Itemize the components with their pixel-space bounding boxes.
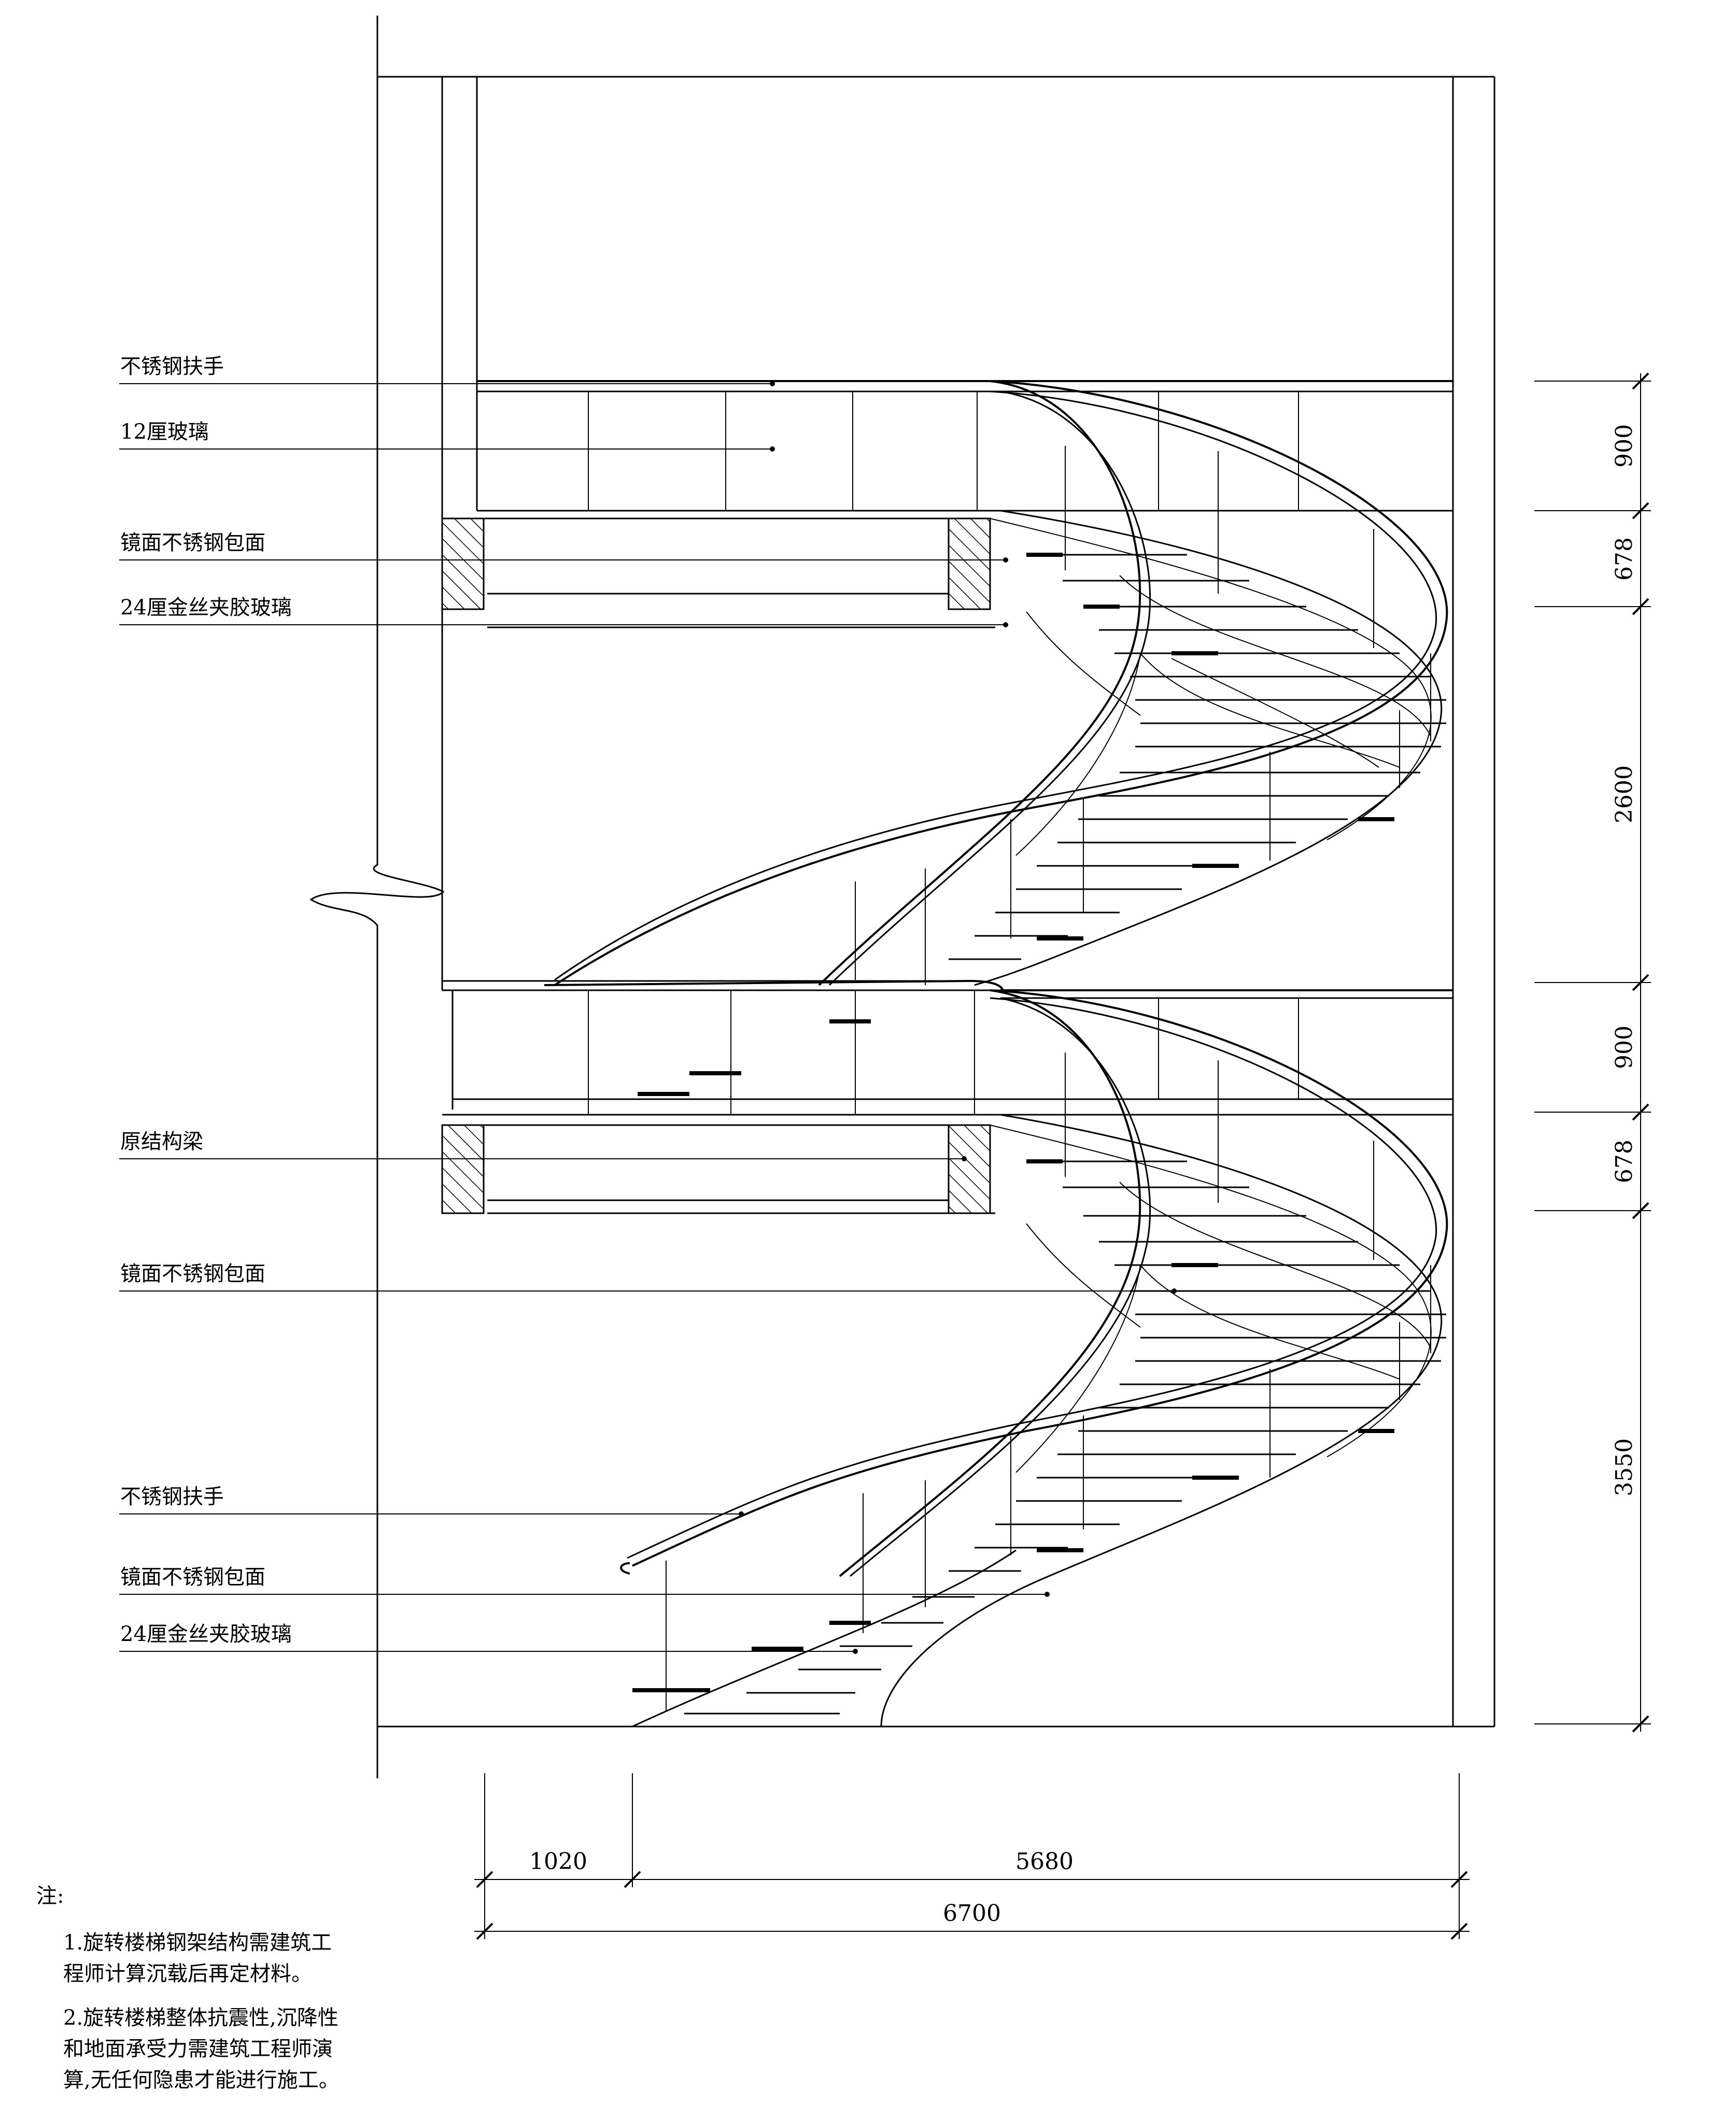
lower-spiral-flight xyxy=(627,989,1448,1728)
note-1-line-1: 1.旋转楼梯钢架结构需建筑工 xyxy=(63,1931,332,1955)
lower-posts xyxy=(666,1053,1431,1711)
upper-spiral-flight xyxy=(554,380,1448,986)
note-2-line-2: 和地面承受力需建筑工程师演 xyxy=(63,2037,333,2061)
middle-landing xyxy=(441,980,1453,1214)
notes-heading: 注: xyxy=(36,1884,64,1908)
note-2-line-3: 算,无任何隐患才能进行施工。 xyxy=(63,2068,340,2092)
dimension-chain-horizontal: 1020 5680 6700 xyxy=(474,1773,1470,1940)
dim-900-top: 900 xyxy=(1611,424,1638,468)
label-laminated-glass-top: 24厘金丝夹胶玻璃 xyxy=(120,596,292,620)
lower-treads xyxy=(684,1160,1446,1715)
upper-landing xyxy=(441,380,1453,628)
label-cladding-top: 镜面不锈钢包面 xyxy=(120,531,265,555)
label-glass-12mm: 12厘玻璃 xyxy=(120,420,209,444)
middle-railing-posts xyxy=(588,990,1299,1115)
upper-railing-posts xyxy=(588,391,1299,511)
dim-1020: 1020 xyxy=(529,1848,587,1875)
dim-900-bottom: 900 xyxy=(1611,1026,1638,1069)
label-beam: 原结构梁 xyxy=(120,1130,203,1154)
dim-3550: 3550 xyxy=(1611,1438,1638,1496)
note-2-line-1: 2.旋转楼梯整体抗震性,沉降性 xyxy=(63,2006,338,2030)
label-handrail-bottom: 不锈钢扶手 xyxy=(120,1485,224,1509)
callout-leaders xyxy=(119,381,1177,1654)
dim-678-bottom: 678 xyxy=(1611,1140,1638,1183)
notes-block: 注: 1.旋转楼梯钢架结构需建筑工 程师计算沉载后再定材料。 2.旋转楼梯整体抗… xyxy=(36,1884,340,2092)
callout-labels-bottom: 原结构梁 镜面不锈钢包面 不锈钢扶手 镜面不锈钢包面 24厘金丝夹胶玻璃 xyxy=(120,1130,292,1646)
callout-labels-top: 不锈钢扶手 12厘玻璃 镜面不锈钢包面 24厘金丝夹胶玻璃 xyxy=(120,355,292,620)
building-frame xyxy=(309,16,1495,1778)
label-cladding-mid: 镜面不锈钢包面 xyxy=(120,1262,265,1286)
upper-posts xyxy=(855,446,1431,985)
middle-beam-left xyxy=(441,1124,485,1214)
tread-nosings xyxy=(632,553,1394,1692)
dim-5680: 5680 xyxy=(1015,1848,1074,1875)
upper-beam-left xyxy=(441,517,485,610)
upper-treads xyxy=(949,554,1446,960)
label-cladding-bottom: 镜面不锈钢包面 xyxy=(120,1565,265,1589)
dim-678-top: 678 xyxy=(1611,537,1638,581)
dim-6700: 6700 xyxy=(943,1900,1001,1927)
dim-2600: 2600 xyxy=(1611,765,1638,823)
label-laminated-glass-bottom: 24厘金丝夹胶玻璃 xyxy=(120,1622,292,1646)
dimension-chain-vertical: 900 678 2600 900 678 3550 xyxy=(1534,372,1651,1733)
middle-handrail xyxy=(544,979,1004,991)
note-1-line-2: 程师计算沉载后再定材料。 xyxy=(63,1962,312,1986)
label-handrail-top: 不锈钢扶手 xyxy=(120,355,224,378)
middle-beam-right xyxy=(948,1124,991,1214)
lower-handrail-start xyxy=(620,1562,630,1575)
upper-beam-right xyxy=(948,517,991,610)
